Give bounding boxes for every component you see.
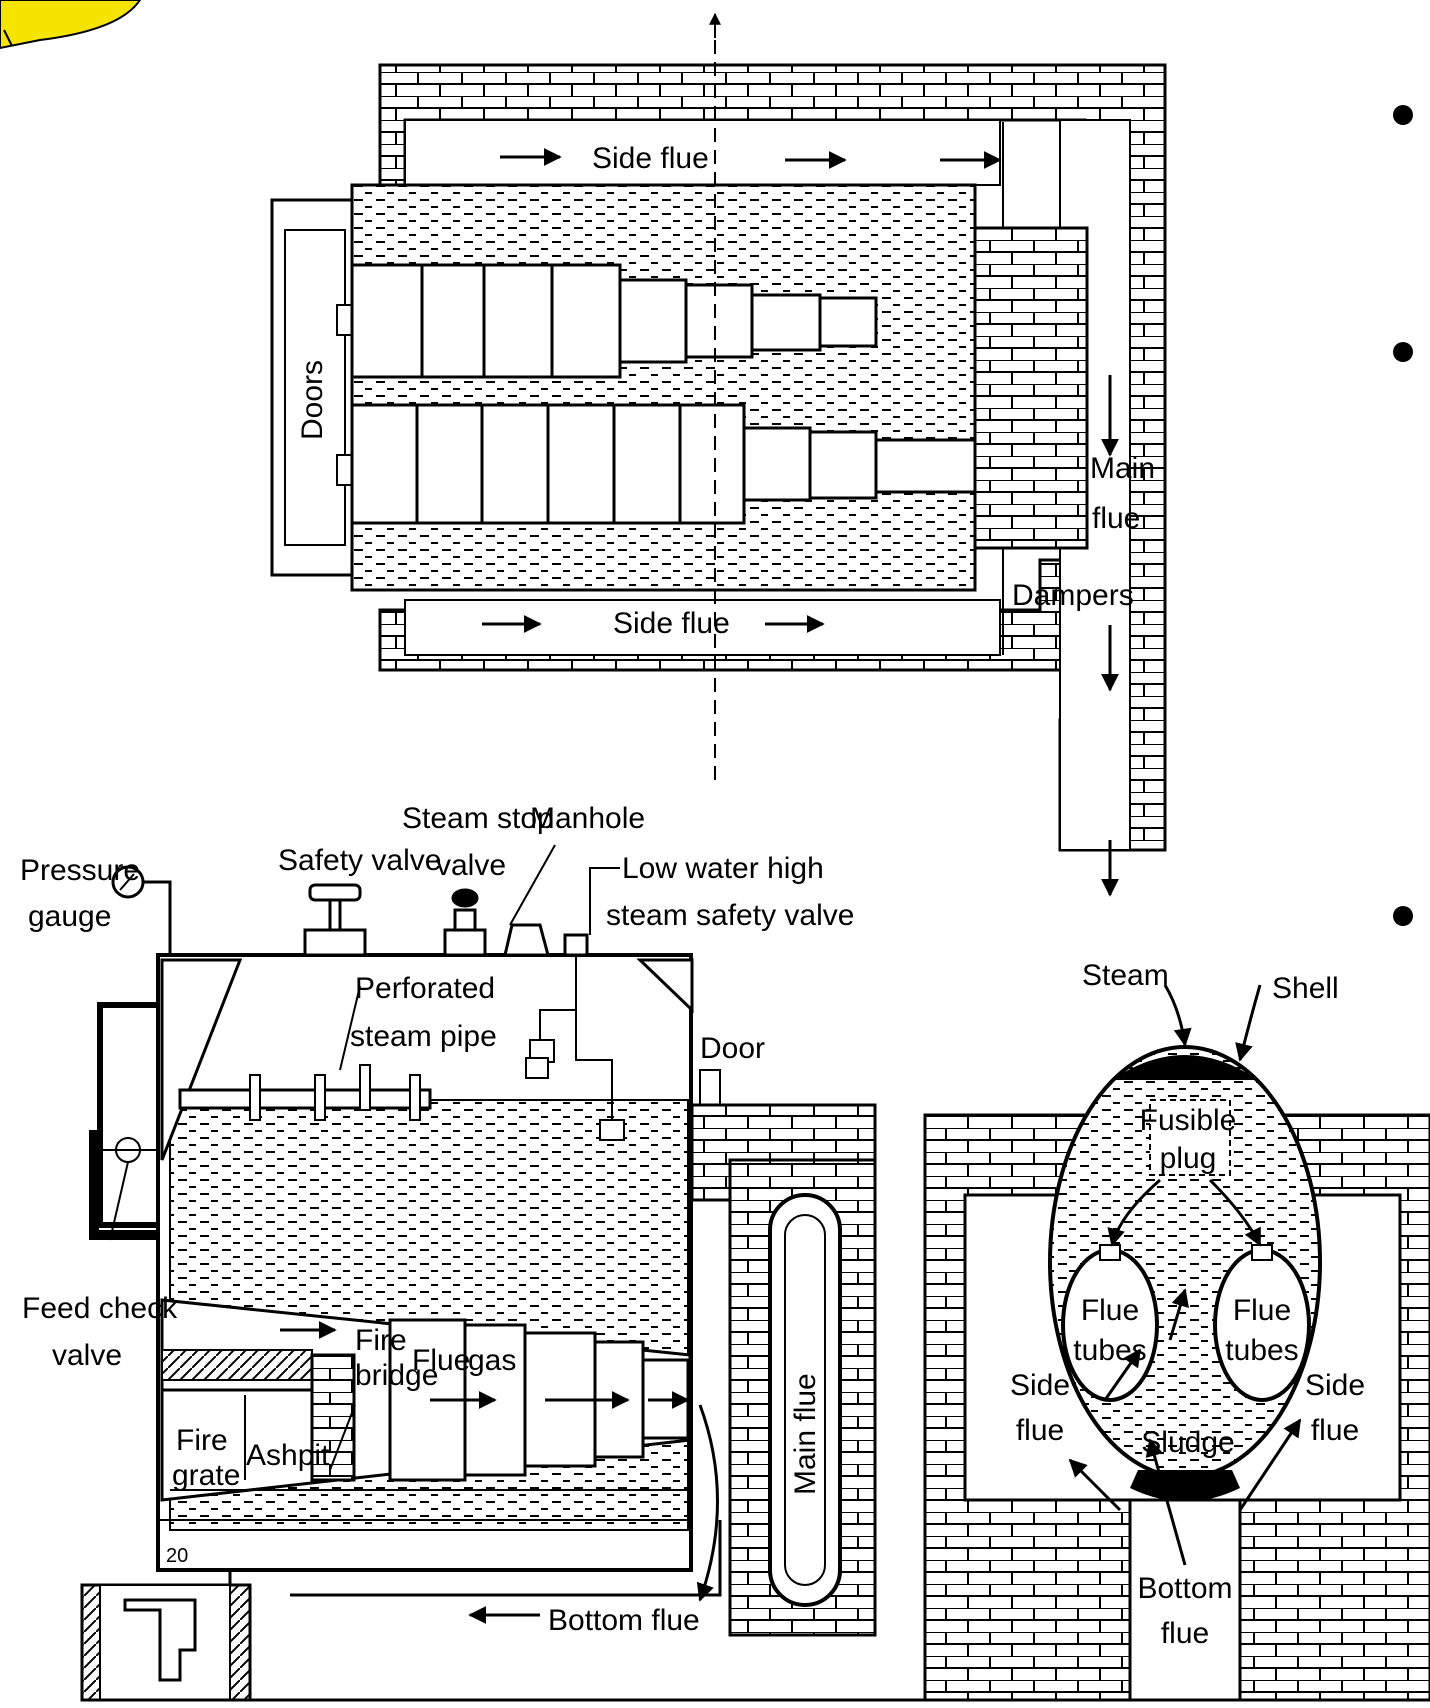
label-side-flue-left-1: Side (1010, 1369, 1070, 1402)
fusible-plug-box (1149, 1099, 1231, 1176)
steam-stop-valve-icon (443, 888, 487, 957)
label-feed-check-valve-1: Feed check (22, 1292, 178, 1325)
perforated-steam-pipe (178, 1088, 432, 1110)
corner-logo-fragment (0, 0, 142, 50)
plan-end-wall (973, 226, 1089, 550)
label-fire-grate-1: Fire (176, 1424, 228, 1457)
fire-grate (161, 1349, 313, 1381)
manhole-icon (503, 923, 550, 957)
label-flue-tubes-right-2: tubes (1225, 1334, 1298, 1367)
label-flue-gas-1: Flue (412, 1344, 470, 1377)
label-fire-bridge-1: Fire (355, 1324, 407, 1357)
label-fire-grate-2: grate (172, 1459, 240, 1492)
door-icon (699, 1069, 721, 1106)
label-ashpit: Ashpit (246, 1439, 330, 1472)
label-low-water-valve-1: Low water high (622, 852, 824, 885)
label-manhole: Manhole (530, 802, 645, 835)
bullet-dot-3 (1393, 906, 1413, 926)
label-side-flue-right-2: flue (1311, 1414, 1359, 1447)
label-pressure-gauge-2: gauge (28, 900, 111, 933)
label-bottom-flue-end-2: flue (1161, 1617, 1209, 1650)
longitudinal-section: Pressure gauge Safety valve Steam stop v… (20, 802, 1430, 1702)
label-steam-stop-valve-2: valve (436, 849, 506, 882)
label-flue-tubes-left-2: tubes (1073, 1334, 1146, 1367)
label-door: Door (700, 1032, 765, 1065)
label-fusible-plug-1: Fusible (1140, 1104, 1237, 1137)
plan-view: Side flue Side flue Doors Main flue Damp… (270, 12, 1167, 897)
label-side-flue-top: Side flue (592, 142, 709, 175)
label-scale-mark: 20 (166, 1545, 188, 1567)
lower-furnace-tube (350, 403, 977, 525)
label-fire-bridge-2: bridge (355, 1359, 438, 1392)
label-flue-gas-2: gas (468, 1344, 516, 1377)
label-bottom-flue-end-1: Bottom (1137, 1572, 1232, 1605)
label-doors: Doors (296, 360, 329, 440)
upper-furnace-tube (350, 263, 878, 379)
label-main-flue-plan-2: flue (1092, 502, 1140, 535)
label-side-flue-right-1: Side (1305, 1369, 1365, 1402)
label-feed-check-valve-2: valve (52, 1339, 122, 1372)
label-pressure-gauge-1: Pressure (20, 854, 140, 887)
water-gauge-column (97, 1002, 158, 1228)
label-perforated-pipe-2: steam pipe (350, 1020, 497, 1053)
label-dampers: Dampers (1012, 579, 1134, 612)
fire-bridge (310, 1353, 356, 1482)
label-flue-tubes-left-1: Flue (1081, 1294, 1139, 1327)
label-sludge: Sludge (1141, 1426, 1234, 1459)
label-steam-stop-valve-1: Steam stop (402, 802, 554, 835)
safety-valve-icon (303, 883, 367, 957)
label-main-flue-plan-1: Main (1090, 452, 1155, 485)
bullet-dot-1 (1393, 105, 1413, 125)
label-fusible-plug-2: plug (1160, 1142, 1217, 1175)
label-flue-tubes-right-1: Flue (1233, 1294, 1291, 1327)
label-shell: Shell (1272, 972, 1339, 1005)
label-low-water-valve-2: steam safety valve (606, 899, 854, 932)
label-steam: Steam (1082, 959, 1169, 992)
label-bottom-flue: Bottom flue (548, 1604, 700, 1637)
plan-boiler-shell (350, 183, 977, 592)
label-perforated-pipe-1: Perforated (355, 972, 495, 1005)
label-side-flue-bottom: Side flue (613, 607, 730, 640)
label-safety-valve: Safety valve (278, 844, 441, 877)
low-water-valve-icon (563, 933, 589, 957)
cross-section-end-view: Steam Shell Fusible plug Flue tubes Flue… (923, 959, 1430, 1702)
label-main-flue-section: Main flue (789, 1373, 822, 1495)
bullet-dot-2 (1393, 342, 1413, 362)
label-side-flue-left-2: flue (1016, 1414, 1064, 1447)
